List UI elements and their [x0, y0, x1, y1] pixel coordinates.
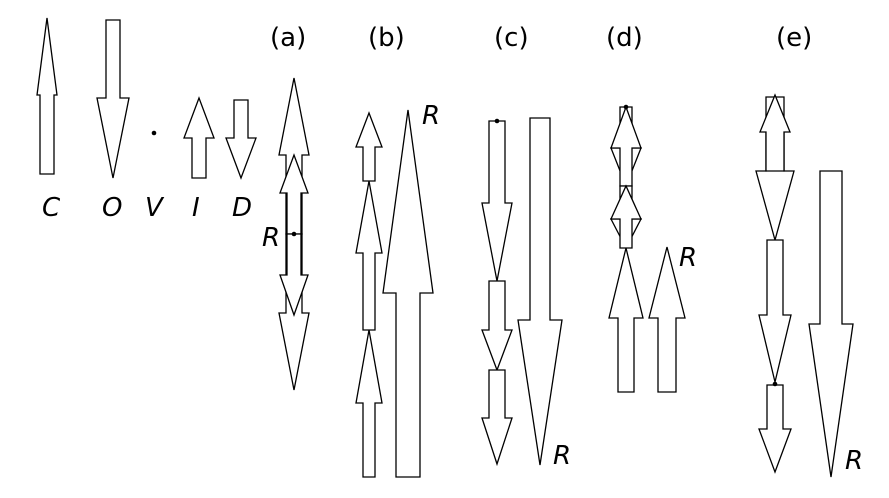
arrow-b-1: [355, 111, 383, 182]
panel-label-b: (b): [368, 23, 405, 53]
legend-label-d: D: [232, 193, 252, 223]
arrow-d-up-large: [608, 247, 644, 393]
arrow-d-up-2: [609, 184, 643, 249]
arrow-c-icon: [36, 17, 58, 175]
legend-label-v: V: [145, 193, 165, 223]
origin-dot-d: [623, 104, 629, 110]
legend-label-c: C: [42, 193, 61, 223]
arrow-i-icon: [183, 96, 215, 179]
arrow-e-down-2: [758, 239, 792, 383]
panel-label-c: (c): [494, 23, 529, 53]
origin-dot-a: [291, 231, 297, 237]
arrow-e-down-3: [758, 384, 792, 474]
arrow-e-up: [759, 93, 791, 172]
arrow-a-up-small: [279, 153, 309, 235]
arrow-d-icon: [225, 99, 257, 180]
legend-label-o: O: [102, 193, 122, 223]
arrow-d-resultant: [648, 246, 686, 393]
arrow-d-up-1: [610, 105, 642, 187]
resultant-label-d: R: [679, 243, 697, 273]
arrow-b-resultant: [382, 109, 434, 478]
arrow-b-2: [355, 180, 383, 331]
origin-dot-c: [494, 118, 500, 124]
legend-label-i: I: [192, 193, 200, 223]
panel-label-a: (a): [270, 23, 306, 53]
arrow-a-down-small: [279, 233, 309, 317]
resultant-label-e: R: [845, 446, 863, 476]
panel-label-d: (d): [606, 23, 643, 53]
arrow-c-1: [481, 120, 513, 282]
vector-dot-v: [151, 130, 157, 136]
arrow-e-resultant: [808, 170, 854, 478]
arrow-c-resultant: [517, 117, 563, 466]
arrow-c-2: [481, 280, 513, 372]
resultant-label-c: R: [553, 441, 571, 471]
arrow-o-icon: [96, 19, 130, 179]
resultant-label-a: R: [262, 223, 280, 253]
origin-dot-e: [772, 381, 778, 387]
arrow-b-3: [355, 329, 383, 478]
resultant-label-b: R: [422, 101, 440, 131]
arrow-c-3: [481, 369, 513, 467]
panel-label-e: (e): [776, 23, 812, 53]
